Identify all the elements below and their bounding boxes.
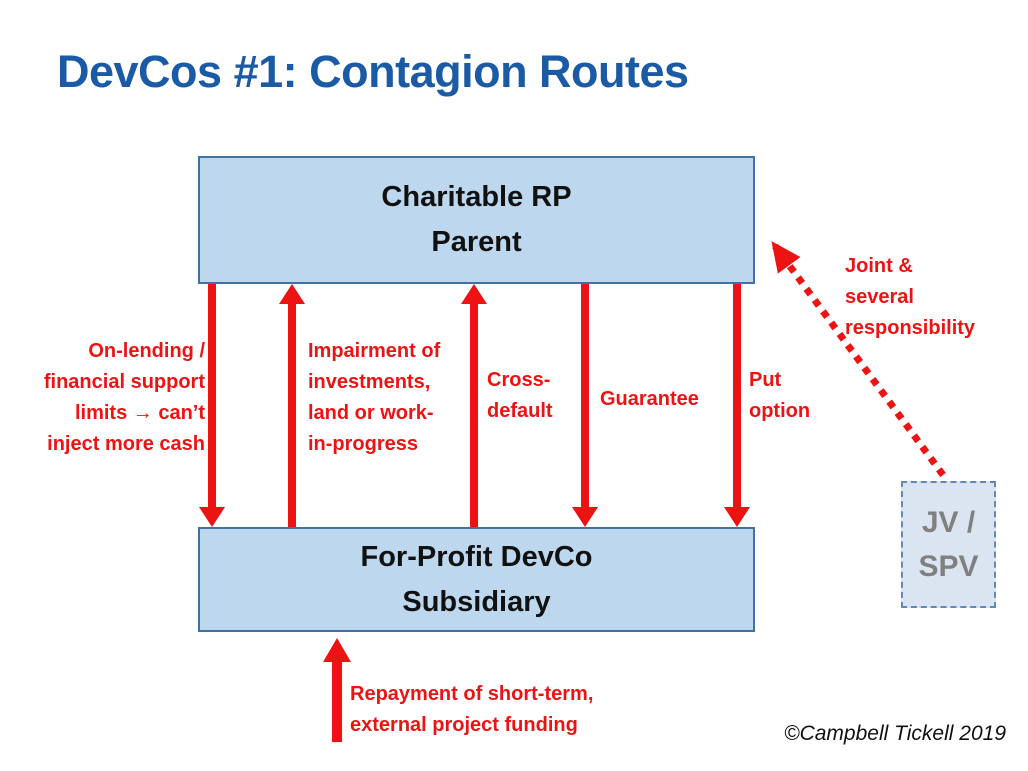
box-charitable-rp-parent-label: Charitable RP Parent [381, 181, 572, 258]
arrow-head-up-icon [279, 284, 305, 304]
arrow-head-down-icon [199, 507, 225, 527]
on-lending-arrow [199, 284, 225, 527]
label-repayment: Repayment of short-term, external projec… [350, 683, 594, 736]
arrow-shaft [208, 284, 216, 507]
impairment-arrow [279, 284, 305, 527]
repayment-arrow [323, 638, 351, 742]
arrow-head-up-icon [461, 284, 487, 304]
put-option-arrow [724, 284, 750, 527]
arrow-shaft [332, 660, 342, 742]
label-impairment: Impairment of investments, land or work-… [308, 340, 441, 455]
box-for-profit-devco-subsidiary-label: For-Profit DevCo Subsidiary [360, 540, 593, 618]
arrow-head-down-icon [724, 507, 750, 527]
box-for-profit-devco-subsidiary: For-Profit DevCo Subsidiary [198, 527, 755, 632]
arrow-head-up-icon [323, 638, 351, 662]
copyright-text: ©Campbell Tickell 2019 [784, 722, 1006, 745]
box-charitable-rp-parent: Charitable RP Parent [198, 156, 755, 284]
cross-default-arrow [461, 284, 487, 527]
label-cross-default: Cross- default [487, 369, 553, 422]
arrow-shaft [733, 284, 741, 507]
label-on-lending: On-lending / financial support limits → … [43, 340, 205, 455]
arrow-shaft [288, 304, 296, 527]
arrow-head-down-icon [572, 507, 598, 527]
box-jv-spv: JV / SPV [901, 481, 996, 608]
label-joint-several: Joint & several responsibility [845, 255, 976, 339]
box-jv-spv-label: JV / SPV [918, 505, 979, 583]
arrow-shaft [581, 284, 589, 507]
label-put-option: Put option [749, 369, 811, 422]
arrow-shaft [470, 304, 478, 527]
label-guarantee: Guarantee [600, 388, 699, 410]
slide-title: DevCos #1: Contagion Routes [57, 46, 689, 97]
guarantee-arrow [572, 284, 598, 527]
